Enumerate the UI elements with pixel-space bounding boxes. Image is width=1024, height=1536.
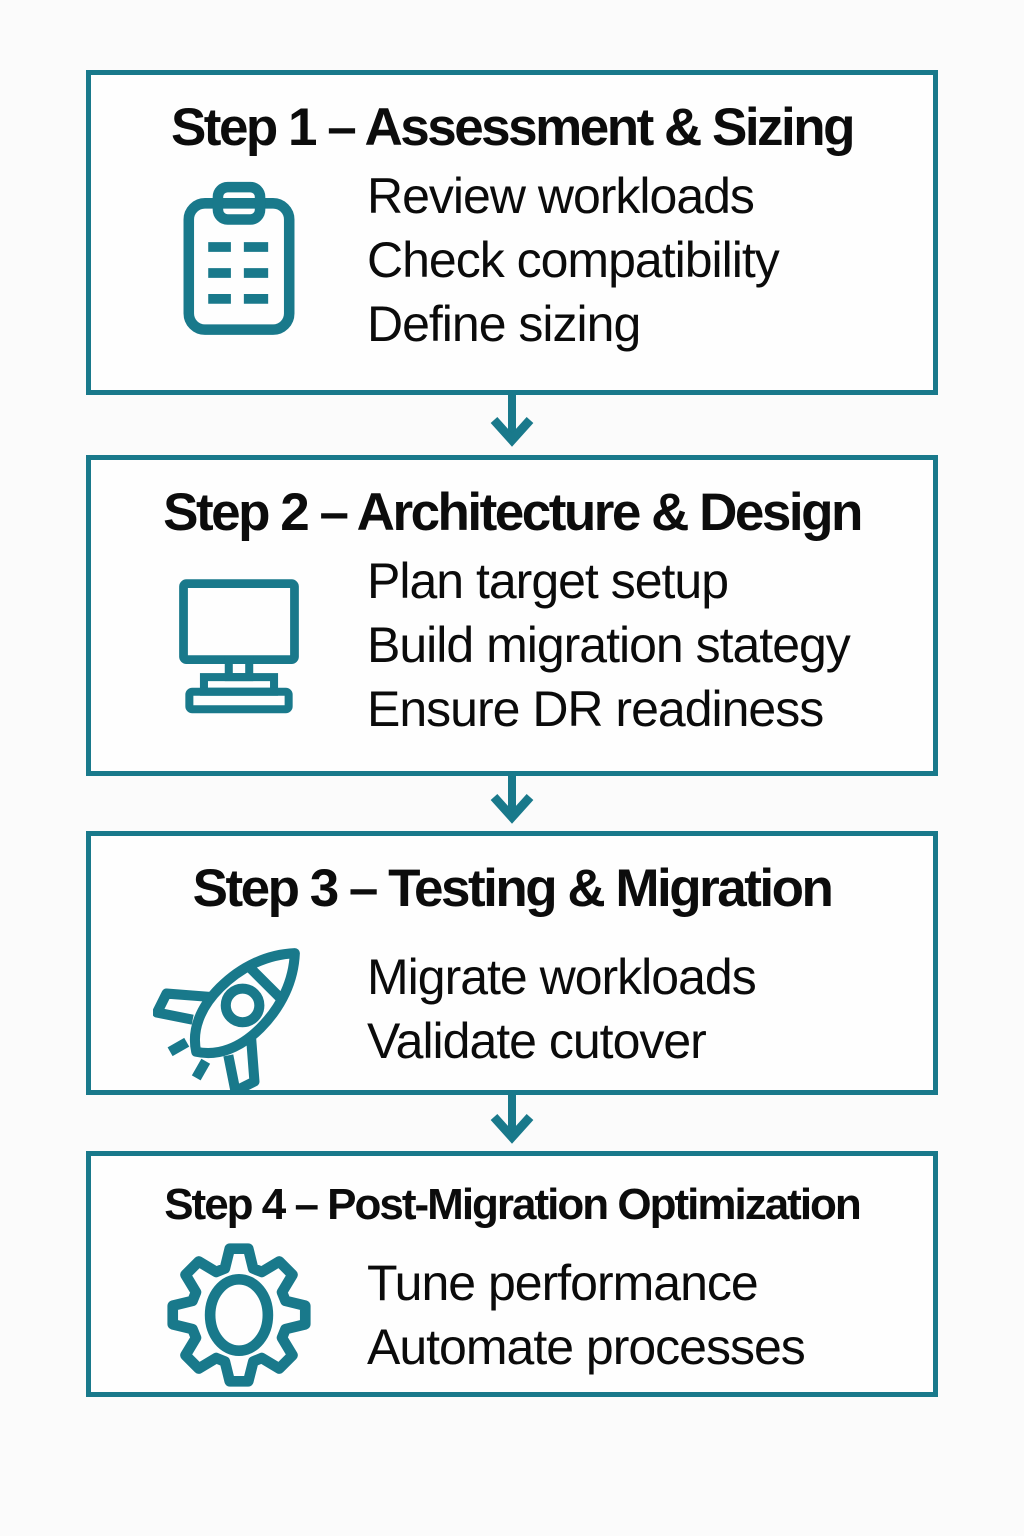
step-1-content: Review workloads Check compatibility Def… bbox=[91, 164, 933, 356]
step-4-details: Tune performance Automate processes bbox=[367, 1251, 806, 1379]
step-detail: Plan target setup bbox=[367, 553, 729, 609]
step-2-details: Plan target setup Build migration stateg… bbox=[367, 549, 851, 741]
step-detail: Migrate workloads bbox=[367, 949, 757, 1005]
step-detail: Automate processes bbox=[367, 1319, 806, 1375]
step-detail: Define sizing bbox=[367, 296, 641, 352]
step-4-title: Step 4 – Post-Migration Optimization bbox=[164, 1180, 862, 1229]
gear-icon bbox=[139, 1236, 339, 1394]
step-detail: Check compatibility bbox=[367, 232, 780, 288]
rocket-icon bbox=[139, 925, 339, 1093]
step-2-box: Step 2 – Architecture & Design Plan targ… bbox=[86, 455, 938, 776]
step-2-title: Step 2 – Architecture & Design bbox=[163, 483, 863, 542]
step-detail: Build migration stategy bbox=[367, 617, 851, 673]
down-arrow-icon bbox=[490, 1093, 534, 1144]
step-3-box: Step 3 – Testing & Migration Migrate wor… bbox=[86, 831, 938, 1095]
step-4-box: Step 4 – Post-Migration Optimization Tun… bbox=[86, 1151, 938, 1397]
step-1-box: Step 1 – Assessment & Sizing Review work… bbox=[86, 70, 938, 395]
down-arrow-icon bbox=[490, 394, 534, 447]
step-2-content: Plan target setup Build migration stateg… bbox=[91, 549, 933, 741]
step-detail: Validate cutover bbox=[367, 1013, 707, 1069]
step-3-content: Migrate workloads Validate cutover bbox=[91, 925, 933, 1093]
step-detail: Ensure DR readiness bbox=[367, 681, 824, 737]
step-detail: Tune performance bbox=[367, 1255, 759, 1311]
step-3-title: Step 3 – Testing & Migration bbox=[192, 859, 834, 918]
clipboard-icon bbox=[139, 178, 339, 342]
step-1-title: Step 1 – Assessment & Sizing bbox=[170, 98, 856, 157]
down-arrow-icon bbox=[490, 774, 534, 824]
step-4-content: Tune performance Automate processes bbox=[91, 1236, 933, 1394]
monitor-icon bbox=[139, 572, 339, 718]
step-detail: Review workloads bbox=[367, 168, 755, 224]
step-1-details: Review workloads Check compatibility Def… bbox=[367, 164, 780, 356]
step-3-details: Migrate workloads Validate cutover bbox=[367, 945, 757, 1073]
